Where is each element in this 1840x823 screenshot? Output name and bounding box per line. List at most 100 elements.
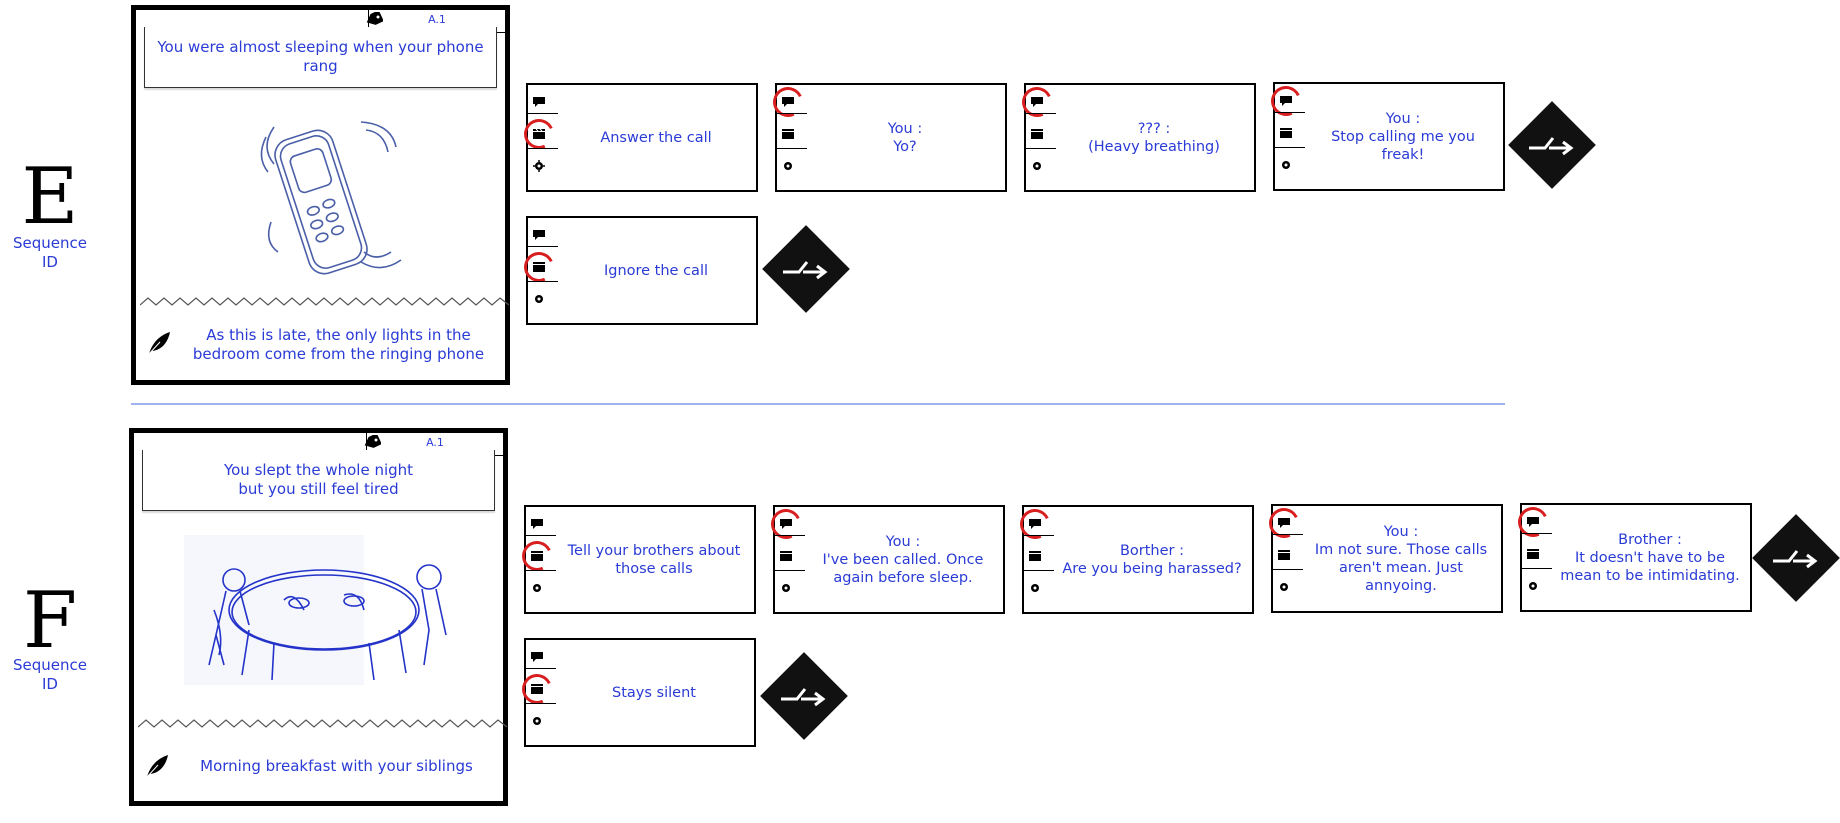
goto-arrow-icon [1765,527,1827,589]
dialogue-card[interactable]: You : Stop calling me you freak! [1273,82,1505,191]
speech-bubble-icon [530,518,544,530]
dialogue-card[interactable]: Borther : Are you being harassed? [1022,505,1254,614]
selected-ring [1514,503,1552,541]
clapperboard-icon [779,550,793,562]
icon-divider [1275,147,1305,148]
selected-ring [767,505,805,543]
gear-icon [1526,580,1540,592]
clapperboard-icon [1526,548,1540,560]
speech-bubble-icon [532,96,546,108]
icon-divider [528,148,558,149]
icon-divider [528,246,558,247]
icon-divider [1522,568,1552,569]
icon-divider [528,113,558,114]
sequence-letter: E [0,158,100,236]
goto-marker[interactable] [762,225,850,313]
icon-divider [1275,112,1305,113]
icon-divider [528,281,558,282]
icon-divider [1024,535,1054,536]
sequence-id-label: Sequence ID [0,656,100,694]
choice-label: Tell your brothers about those calls [560,507,748,612]
icon-divider [777,113,807,114]
scene-panel[interactable]: A.1 You slept the whole night but you st… [129,428,508,806]
dialogue-card[interactable]: You : I've been called. Once again befor… [773,505,1005,614]
icon-divider [775,570,805,571]
feather-icon [146,330,172,356]
gear-icon [1028,582,1042,594]
dialogue-text: You : Stop calling me you freak! [1309,84,1497,189]
gear-icon [779,582,793,594]
clapperboard-icon [781,128,795,140]
gear-icon [530,582,544,594]
scene-caption: You were almost sleeping when your phone… [144,27,497,88]
choice-card[interactable]: Tell your brothers about those calls [524,505,756,614]
feather-icon [144,753,170,779]
gear-icon [1277,581,1291,593]
clapperboard-icon [1028,550,1042,562]
goto-marker[interactable] [1752,514,1840,602]
goto-arrow-icon [1521,114,1583,176]
icon-divider [1273,534,1303,535]
gear-icon [530,715,544,727]
breakfast-table-sketch [154,515,494,715]
icon-divider [1026,148,1056,149]
dialogue-card[interactable]: Brother : It doesn't have to be mean to … [1520,503,1752,612]
choice-label: Ignore the call [562,218,750,323]
dialogue-text: Borther : Are you being harassed? [1058,507,1246,612]
zigzag-divider [140,295,509,309]
dialogue-text: ??? : (Heavy breathing) [1060,85,1248,190]
gear-icon [1030,160,1044,172]
scene-note: Morning breakfast with your siblings [170,757,503,776]
dialogue-text: You : Im not sure. Those calls aren't me… [1307,506,1495,611]
clapperboard-icon [1279,127,1293,139]
dialogue-card[interactable]: ??? : (Heavy breathing) [1024,83,1256,192]
clapperboard-icon [1277,549,1291,561]
dialogue-text: Brother : It doesn't have to be mean to … [1556,505,1744,610]
speech-bubble-icon [530,651,544,663]
selected-ring [769,83,807,121]
icon-divider [1273,569,1303,570]
icon-divider [1024,570,1054,571]
icon-divider [777,148,807,149]
gear-icon [1279,159,1293,171]
selected-ring [1016,505,1054,543]
scene-note: As this is late, the only lights in the … [172,326,505,364]
selected-ring [1265,504,1303,542]
goto-marker[interactable] [1508,101,1596,189]
zigzag-divider [138,717,507,731]
choice-label: Answer the call [562,85,750,190]
goto-arrow-icon [775,238,837,300]
gear-icon [532,160,546,172]
panel-tag-label: A.1 [367,436,503,449]
goto-arrow-icon [773,665,835,727]
choice-card[interactable]: Ignore the call [526,216,758,325]
dialogue-text: You : Yo? [811,85,999,190]
clapperboard-icon [1030,128,1044,140]
scene-panel[interactable]: A.1 You were almost sleeping when your p… [131,5,510,385]
goto-marker[interactable] [760,652,848,740]
dialogue-text: You : I've been called. Once again befor… [809,507,997,612]
choice-label: Stays silent [560,640,748,745]
choice-card[interactable]: Answer the call [526,83,758,192]
icon-divider [526,668,556,669]
icon-divider [526,535,556,536]
scene-caption: You slept the whole night but you still … [142,450,495,511]
speech-bubble-icon [532,229,546,241]
sequence-id-label: Sequence ID [0,234,100,272]
sequence-letter: F [0,582,100,660]
gear-icon [781,160,795,172]
phone-ringing-sketch [156,102,496,282]
icon-divider [1026,113,1056,114]
icon-divider [775,535,805,536]
selected-ring [1018,83,1056,121]
selected-ring [1267,82,1305,120]
dialogue-card[interactable]: You : Im not sure. Those calls aren't me… [1271,504,1503,613]
icon-divider [526,703,556,704]
choice-card[interactable]: Stays silent [524,638,756,747]
icon-divider [1522,533,1552,534]
icon-divider [526,570,556,571]
dialogue-card[interactable]: You : Yo? [775,83,1007,192]
gear-icon [532,293,546,305]
sequence-divider [131,403,1505,405]
panel-tag-label: A.1 [369,13,505,26]
